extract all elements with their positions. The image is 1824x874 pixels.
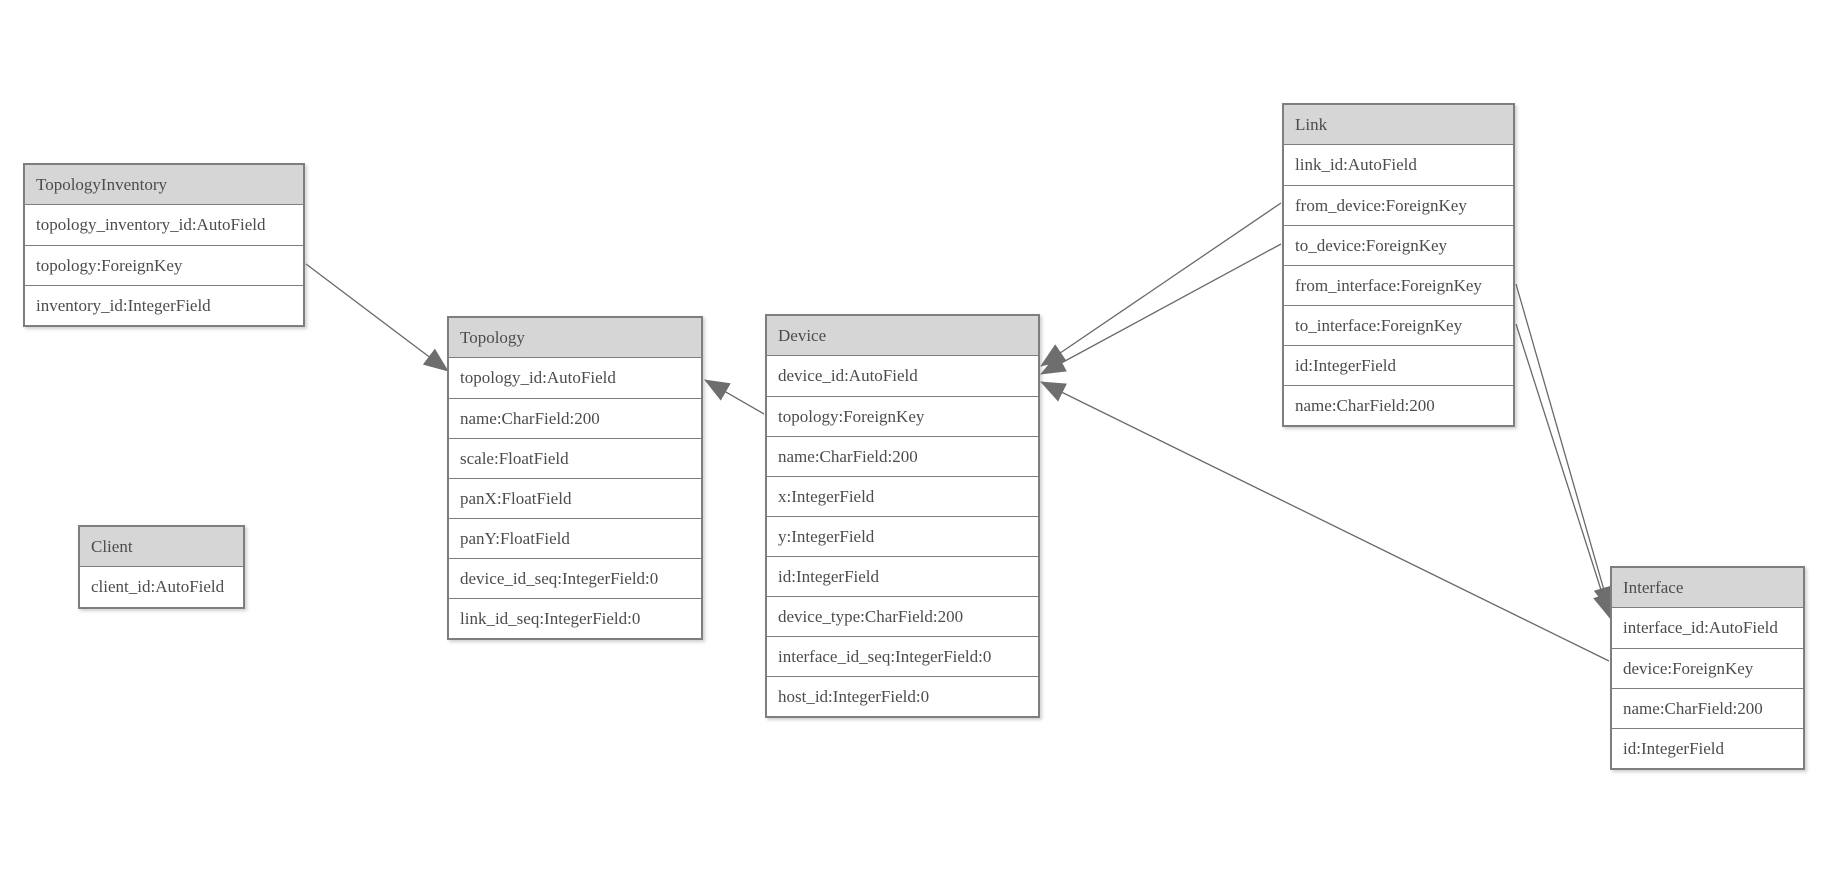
entity-field: host_id:IntegerField:0 [767,676,1038,716]
entity-field: y:IntegerField [767,516,1038,556]
entity-field: device_id:AutoField [767,356,1038,396]
relationship-line-link-to_device [1040,243,1282,375]
entity-field: topology:ForeignKey [767,396,1038,436]
entity-field: name:CharField:200 [767,436,1038,476]
entity-field: client_id:AutoField [80,567,243,607]
entity-field: name:CharField:200 [449,398,701,438]
entity-field: panY:FloatField [449,518,701,558]
entity-title: Topology [449,318,701,358]
entity-field: panX:FloatField [449,478,701,518]
entity-field: interface_id_seq:IntegerField:0 [767,636,1038,676]
entity-field: interface_id:AutoField [1612,608,1803,648]
entity-field: topology:ForeignKey [25,245,303,285]
entity-title: Interface [1612,568,1803,608]
entity-title: Link [1284,105,1513,145]
relationship-line-link-to_interface [1515,323,1613,619]
entity-field: scale:FloatField [449,438,701,478]
entity-field: link_id_seq:IntegerField:0 [449,598,701,638]
entity-field: topology_id:AutoField [449,358,701,398]
relationship-line-interface-device [1040,381,1610,662]
relationship-line-link-from_device [1040,202,1282,367]
entity-field: to_device:ForeignKey [1284,225,1513,265]
entity-title: TopologyInventory [25,165,303,205]
entity-field: name:CharField:200 [1284,385,1513,425]
entity-field: to_interface:ForeignKey [1284,305,1513,345]
entity-field: id:IntegerField [767,556,1038,596]
entity-title: Device [767,316,1038,356]
entity-field: topology_inventory_id:AutoField [25,205,303,245]
entity-field: id:IntegerField [1612,728,1803,768]
entity-field: inventory_id:IntegerField [25,285,303,325]
entity-field: from_device:ForeignKey [1284,185,1513,225]
entity-field: device_type:CharField:200 [767,596,1038,636]
relationship-line-device-topology [704,379,765,415]
entity-field: link_id:AutoField [1284,145,1513,185]
entity-field: device_id_seq:IntegerField:0 [449,558,701,598]
relationship-line-topologyinventory-topology [305,263,449,372]
entity-title: Client [80,527,243,567]
entity-field: x:IntegerField [767,476,1038,516]
entity-field: id:IntegerField [1284,345,1513,385]
relationship-line-link-from_interface [1515,283,1613,612]
entity-field: name:CharField:200 [1612,688,1803,728]
entity-field: device:ForeignKey [1612,648,1803,688]
entity-field: from_interface:ForeignKey [1284,265,1513,305]
